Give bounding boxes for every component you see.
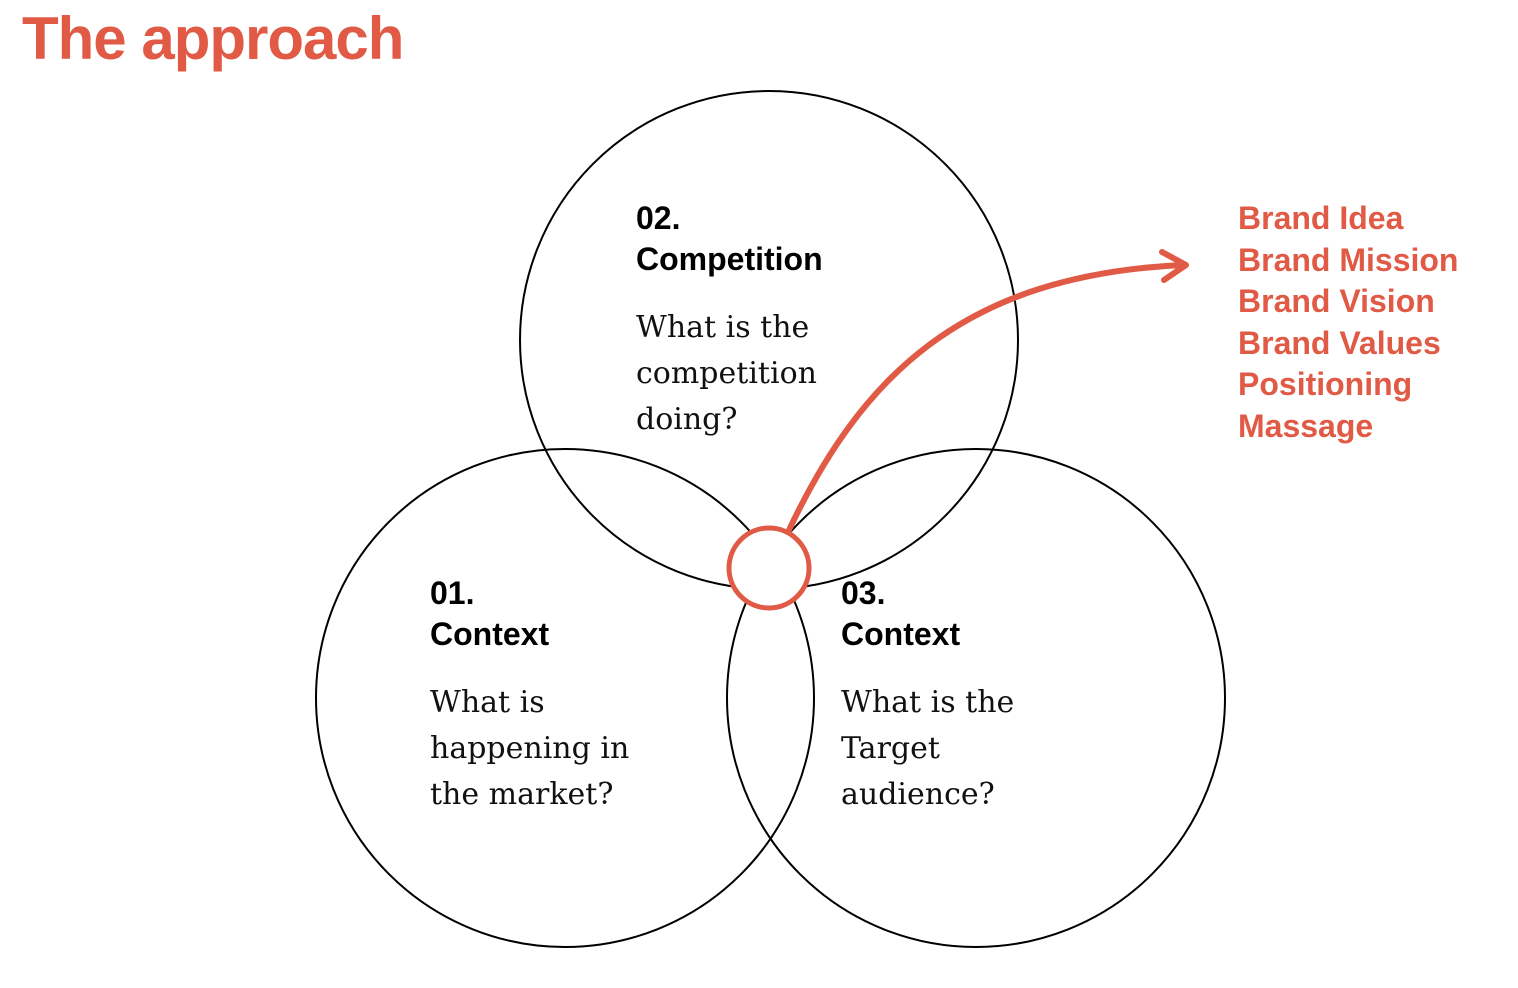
output-brand-values: Brand Values bbox=[1238, 324, 1441, 361]
circle-context-1 bbox=[315, 448, 815, 948]
arrow-head-icon bbox=[1159, 249, 1189, 283]
context-3-number: 03. bbox=[841, 575, 886, 611]
output-brand-mission: Brand Mission bbox=[1238, 241, 1459, 278]
label-competition: 02. Competition What is the competition … bbox=[636, 198, 976, 443]
page-title: The approach bbox=[22, 5, 404, 72]
label-context-3: 03. Context What is the Target audience? bbox=[841, 573, 1181, 818]
intersection-highlight bbox=[726, 525, 812, 611]
context-1-number: 01. bbox=[430, 575, 475, 611]
output-brand-idea: Brand Idea bbox=[1238, 200, 1404, 236]
competition-name: Competition bbox=[636, 241, 823, 277]
context-1-name: Context bbox=[430, 616, 550, 652]
competition-question: What is the competition doing? bbox=[636, 310, 817, 437]
competition-number: 02. bbox=[636, 200, 681, 236]
output-brand-vision: Brand Vision bbox=[1238, 283, 1435, 319]
arrow-curve bbox=[786, 262, 1186, 533]
context-3-name: Context bbox=[841, 616, 961, 652]
context-3-question: What is the Target audience? bbox=[841, 685, 1015, 812]
output-massage: Massage bbox=[1238, 407, 1374, 444]
brand-outputs-list: Brand Idea Brand Mission Brand Vision Br… bbox=[1238, 198, 1458, 447]
context-1-question: What is happening in the market? bbox=[430, 685, 630, 812]
output-positioning: Positioning bbox=[1238, 366, 1413, 402]
label-context-1: 01. Context What is happening in the mar… bbox=[430, 573, 770, 818]
circle-context-3 bbox=[726, 448, 1226, 948]
